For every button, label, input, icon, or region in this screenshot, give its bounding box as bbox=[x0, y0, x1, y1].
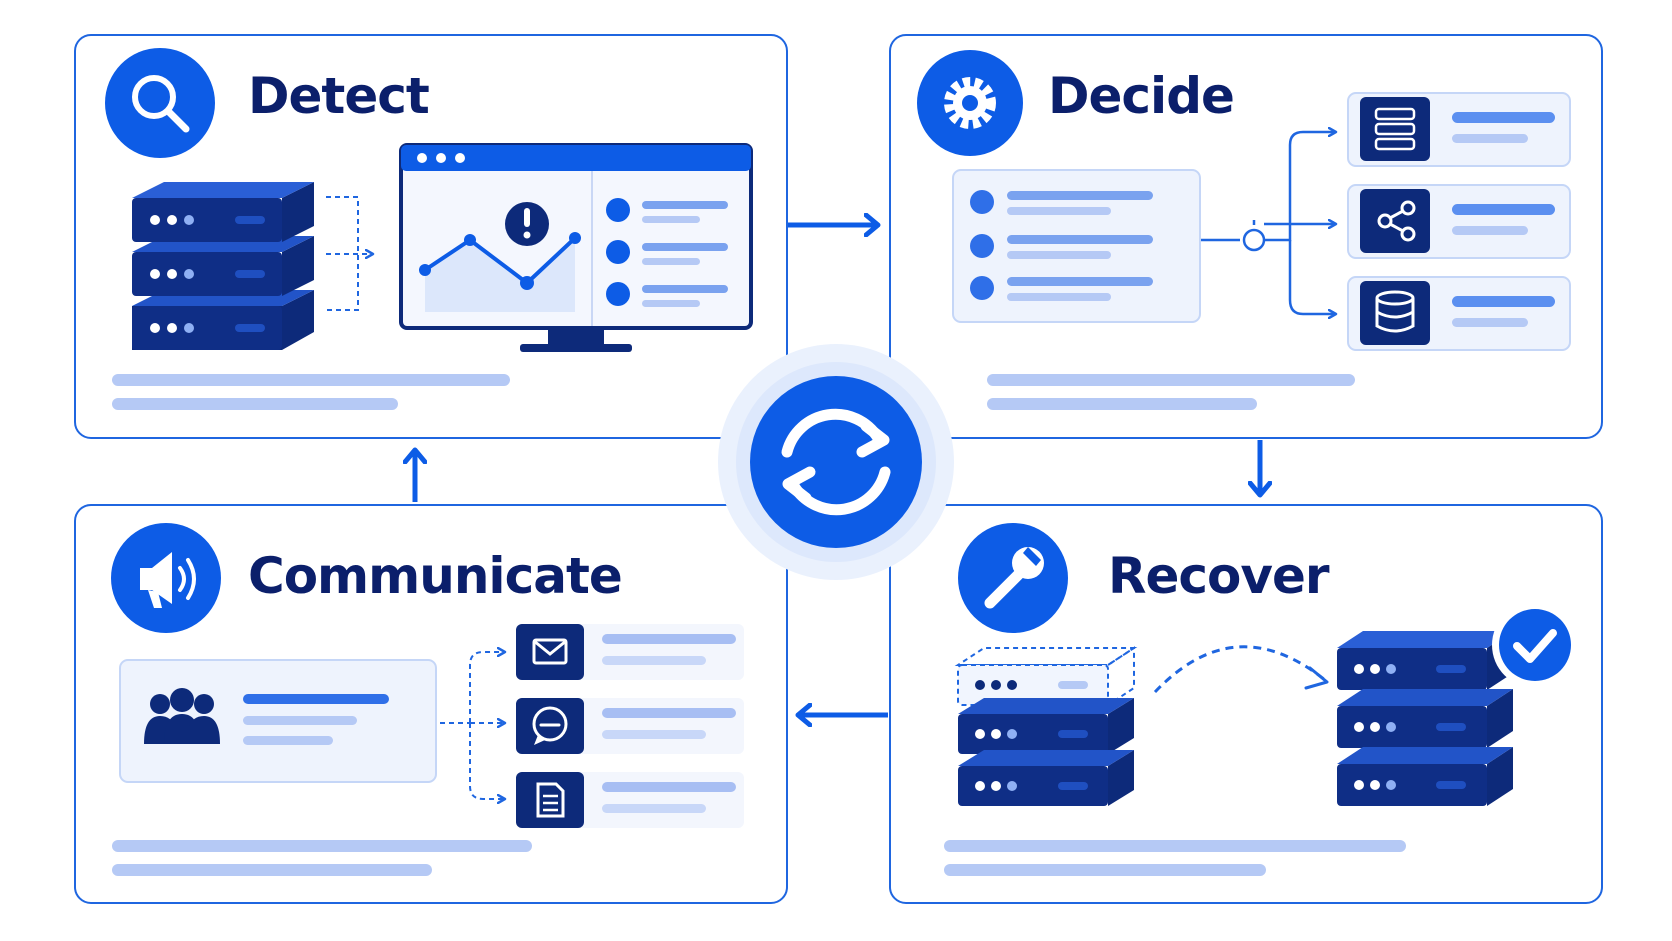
monitor-list-item bbox=[606, 282, 728, 307]
share-icon bbox=[1360, 189, 1430, 253]
chat-icon bbox=[516, 698, 584, 754]
database-icon bbox=[1360, 281, 1430, 345]
alert-line-chart-icon bbox=[419, 232, 581, 312]
decide-option-row bbox=[1347, 276, 1571, 351]
decide-option-row bbox=[1347, 184, 1571, 259]
restored-server-stack-icon bbox=[1337, 631, 1513, 806]
monitor-list-item bbox=[606, 198, 728, 223]
communicate-channel-row bbox=[516, 772, 744, 828]
channel-branch-connector bbox=[440, 652, 504, 799]
megaphone-icon bbox=[111, 523, 221, 633]
wrench-icon bbox=[958, 523, 1068, 633]
decide-option-row bbox=[1347, 92, 1571, 167]
detect-title: Detect bbox=[248, 67, 430, 125]
recover-title: Recover bbox=[1108, 547, 1330, 605]
team-icon bbox=[144, 688, 220, 744]
failed-server-stack-icon bbox=[954, 646, 1138, 806]
communicate-channel-row bbox=[516, 698, 744, 754]
decide-placeholder-text bbox=[987, 374, 1355, 410]
document-icon bbox=[516, 772, 584, 828]
team-card bbox=[119, 659, 437, 783]
mail-icon bbox=[516, 624, 584, 680]
detect-placeholder-text bbox=[112, 374, 510, 410]
decision-branch-connector bbox=[1201, 132, 1335, 314]
list-icon bbox=[1360, 97, 1430, 161]
refresh-cycle-icon bbox=[718, 344, 954, 580]
decide-title: Decide bbox=[1048, 67, 1235, 125]
recover-placeholder-text bbox=[944, 840, 1406, 876]
communicate-placeholder-text bbox=[112, 840, 532, 876]
communicate-channel-row bbox=[516, 624, 744, 680]
communicate-title: Communicate bbox=[248, 547, 623, 605]
alert-icon bbox=[505, 202, 549, 246]
checkmark-badge-icon bbox=[1492, 602, 1578, 688]
server-stack-icon bbox=[132, 182, 314, 350]
restore-arrow bbox=[1153, 645, 1329, 694]
decision-checklist-card bbox=[952, 169, 1201, 323]
server-to-monitor-connector bbox=[326, 196, 372, 311]
gear-icon bbox=[917, 50, 1023, 156]
monitor-list-item bbox=[606, 240, 728, 265]
search-icon bbox=[105, 48, 215, 158]
